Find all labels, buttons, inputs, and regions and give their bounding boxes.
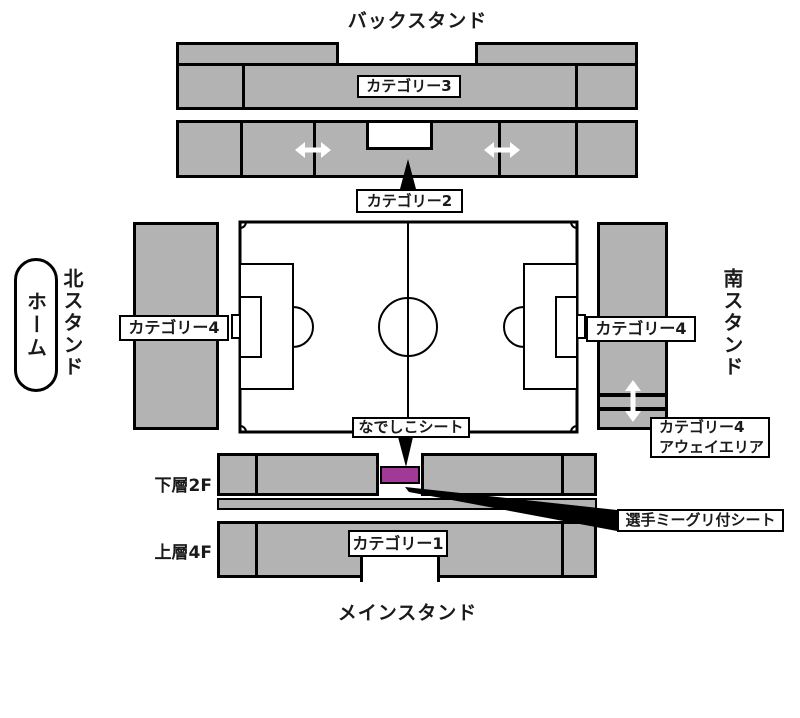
- back-stand-upper-strip-left: [176, 42, 339, 63]
- back-stand-divider: [575, 120, 578, 178]
- category4-north-label: カテゴリー4: [119, 315, 229, 341]
- nadeshiko-seat-block: [380, 466, 420, 484]
- category1-label: カテゴリー1: [348, 530, 448, 557]
- back-stand-divider: [575, 63, 578, 110]
- goal-right: [576, 314, 586, 339]
- main-stand-divider: [255, 521, 258, 578]
- main-stand-divider: [255, 453, 258, 496]
- main-stand-title: メインスタンド: [337, 602, 478, 624]
- away-area-line: [597, 407, 668, 411]
- football-pitch: [231, 220, 586, 434]
- category2-label: カテゴリー2: [356, 189, 463, 213]
- back-stand-divider: [498, 120, 501, 178]
- main-stand-divider: [561, 521, 564, 578]
- back-stand-divider: [313, 120, 316, 178]
- lower-tier-front-strip: [217, 498, 597, 510]
- home-badge: ホーム: [14, 258, 58, 392]
- north-stand-title: 北スタンド: [60, 268, 84, 378]
- corner-arc: [570, 221, 578, 229]
- away-area-line: [597, 393, 668, 397]
- back-stand-divider: [242, 63, 245, 110]
- penalty-arc-right: [503, 306, 525, 348]
- corner-arc: [570, 425, 578, 433]
- corner-arc: [239, 425, 247, 433]
- home-badge-label: ホーム: [23, 290, 48, 360]
- goal-area-right: [555, 296, 578, 358]
- player-meet-greet-seat-label: 選手ミーグリ付シート: [617, 509, 784, 532]
- back-stand-title: バックスタンド: [347, 10, 488, 32]
- upper-tier-label: 上層4F: [154, 543, 212, 563]
- back-stand-divider: [240, 120, 243, 178]
- back-stand-upper-strip-right: [475, 42, 638, 63]
- center-circle: [378, 297, 438, 357]
- back-stand-category3-block: [176, 63, 638, 110]
- upper-tier-notch: [360, 556, 440, 582]
- south-stand-title: 南スタンド: [720, 268, 744, 378]
- penalty-arc-left: [292, 306, 314, 348]
- category4-away-area-label: カテゴリー4 アウェイエリア: [650, 417, 770, 458]
- corner-arc: [239, 221, 247, 229]
- main-stand-divider: [561, 453, 564, 496]
- goal-area-left: [239, 296, 262, 358]
- category3-label: カテゴリー3: [357, 75, 461, 98]
- nadeshiko-seat-label: なでしこシート: [352, 417, 470, 438]
- lower-tier-block-left: [217, 453, 379, 496]
- goal-left: [231, 314, 241, 339]
- category4-away-area-line2: アウェイエリア: [659, 437, 764, 456]
- nadeshiko-pointer-icon: [398, 437, 413, 467]
- lower-tier-block-right: [421, 453, 597, 496]
- category4-away-area-line1: カテゴリー4: [659, 418, 745, 436]
- back-stand-notch: [366, 120, 433, 150]
- lower-tier-label: 下層2F: [154, 476, 212, 496]
- category4-south-label: カテゴリー4: [586, 316, 696, 342]
